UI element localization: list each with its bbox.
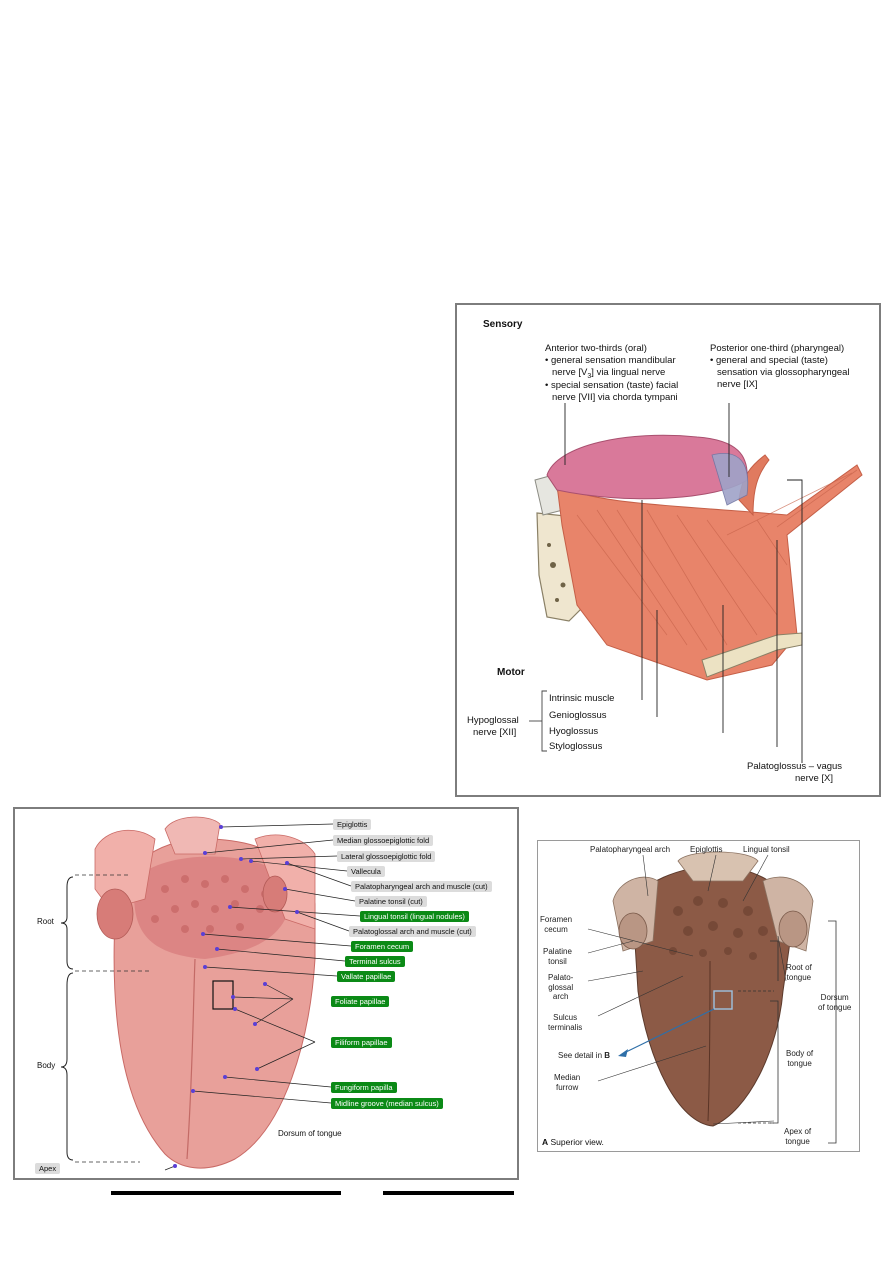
label-apex-of-tongue: Apex of tongue (784, 1127, 812, 1146)
label-palatoglossal-arch: Palato- glossal arch (548, 973, 574, 1001)
muscle-genioglossus: Genioglossus (549, 710, 607, 721)
label-terminal-sulcus: Terminal sulcus (345, 956, 405, 967)
label-epiglottis: Epiglottis (333, 819, 372, 830)
muscle-hyoglossus: Hyoglossus (549, 726, 599, 737)
label-vallecula: Vallecula (347, 866, 385, 877)
region-apex: Apex (35, 1163, 61, 1174)
sensory-heading: Sensory (483, 319, 523, 330)
dorsum-labeled-panel: Epiglottis Median glossoepiglottic fold … (13, 807, 519, 1180)
caption-letter: A (542, 1137, 549, 1147)
see-detail-text: See detail in (558, 1051, 605, 1060)
label-palatine-tonsil: Palatine tonsil (cut) (355, 896, 427, 907)
label-lateral-glossoepiglottic-fold: Lateral glossoepiglottic fold (337, 851, 436, 862)
motor-heading: Motor (497, 667, 525, 678)
anterior-line-2: nerve [V3] via lingual nerve (552, 367, 665, 380)
label-foliate-papillae: Foliate papillae (331, 996, 390, 1007)
anterior-line-1: • general sensation mandibular (545, 355, 676, 366)
dorsum-caption: Dorsum of tongue (278, 1129, 342, 1138)
label-fungiform-papilla: Fungiform papilla (331, 1082, 397, 1093)
hypoglossal-line-1: Hypoglossal (467, 715, 519, 726)
vagus-line-2: nerve [X] (795, 773, 834, 784)
caption-superior-view: A Superior view. (542, 1137, 604, 1147)
label-sulcus-terminalis: Sulcus terminalis (548, 1013, 583, 1032)
posterior-title: Posterior one-third (pharyngeal) (710, 343, 845, 354)
anterior-line-3: • special sensation (taste) facial (545, 380, 679, 391)
label-epiglottis-top: Epiglottis (690, 845, 723, 854)
detail-letter-b: B (604, 1051, 611, 1060)
label-palatine-tonsil: Palatine tonsil (543, 947, 572, 966)
label-foramen-cecum: Foramen cecum (351, 941, 414, 952)
label-lingual-tonsil-top: Lingual tonsil (743, 845, 790, 854)
anterior-line-2-sub: 3 (587, 372, 592, 380)
anterior-title: Anterior two-thirds (oral) (545, 343, 647, 354)
superior-view-illustration (587, 851, 837, 1144)
region-body: Body (37, 1061, 56, 1070)
label-palatoglossal-arch: Palatoglossal arch and muscle (cut) (349, 926, 476, 937)
anterior-line-2a: nerve [V (552, 367, 588, 378)
label-body-of-tongue: Body of tongue (786, 1049, 814, 1068)
superior-view-panel: Palatopharyngeal arch Epiglottis Lingual… (537, 840, 860, 1152)
posterior-line-1: • general and special (taste) (710, 355, 828, 366)
caption-text: Superior view. (550, 1137, 604, 1147)
hypoglossal-line-2: nerve [XII] (473, 727, 517, 738)
innervation-panel: Sensory Anterior two-thirds (oral) • gen… (455, 303, 881, 797)
label-median-glossoepiglottic-fold: Median glossoepiglottic fold (333, 835, 434, 846)
vagus-line-1: Palatoglossus – vagus (747, 761, 843, 772)
posterior-line-2: sensation via glossopharyngeal (717, 367, 850, 378)
label-lingual-tonsil: Lingual tonsil (lingual nodules) (360, 911, 469, 922)
anterior-line-4: nerve [VII] via chorda tympani (552, 392, 678, 403)
label-palatopharyngeal-arch: Palatopharyngeal arch and muscle (cut) (351, 881, 492, 892)
label-root-of-tongue: Root of tongue (786, 963, 812, 982)
label-vallate-papillae: Vallate papillae (337, 971, 396, 982)
label-palatopharyngeal-arch-top: Palatopharyngeal arch (590, 845, 671, 854)
muscle-styloglossus: Styloglossus (549, 741, 603, 752)
underline-bar-left (111, 1191, 341, 1195)
dorsum-tongue-illustration (60, 816, 361, 1171)
label-dorsum-of-tongue: Dorsum of tongue (818, 993, 852, 1012)
region-root: Root (37, 917, 54, 926)
posterior-line-3: nerve [IX] (717, 379, 758, 390)
anterior-line-2b: ] via lingual nerve (591, 367, 666, 378)
underline-bar-right (383, 1191, 514, 1195)
tongue-muscles-illustration (529, 403, 863, 763)
label-midline-groove: Midline groove (median sulcus) (331, 1098, 443, 1109)
muscle-intrinsic: Intrinsic muscle (549, 693, 615, 704)
label-filiform-papillae: Filiform papillae (331, 1037, 392, 1048)
label-see-detail: See detail in B (558, 1051, 610, 1061)
label-median-furrow: Median furrow (554, 1073, 581, 1092)
label-foramen-cecum: Foramen cecum (540, 915, 573, 934)
